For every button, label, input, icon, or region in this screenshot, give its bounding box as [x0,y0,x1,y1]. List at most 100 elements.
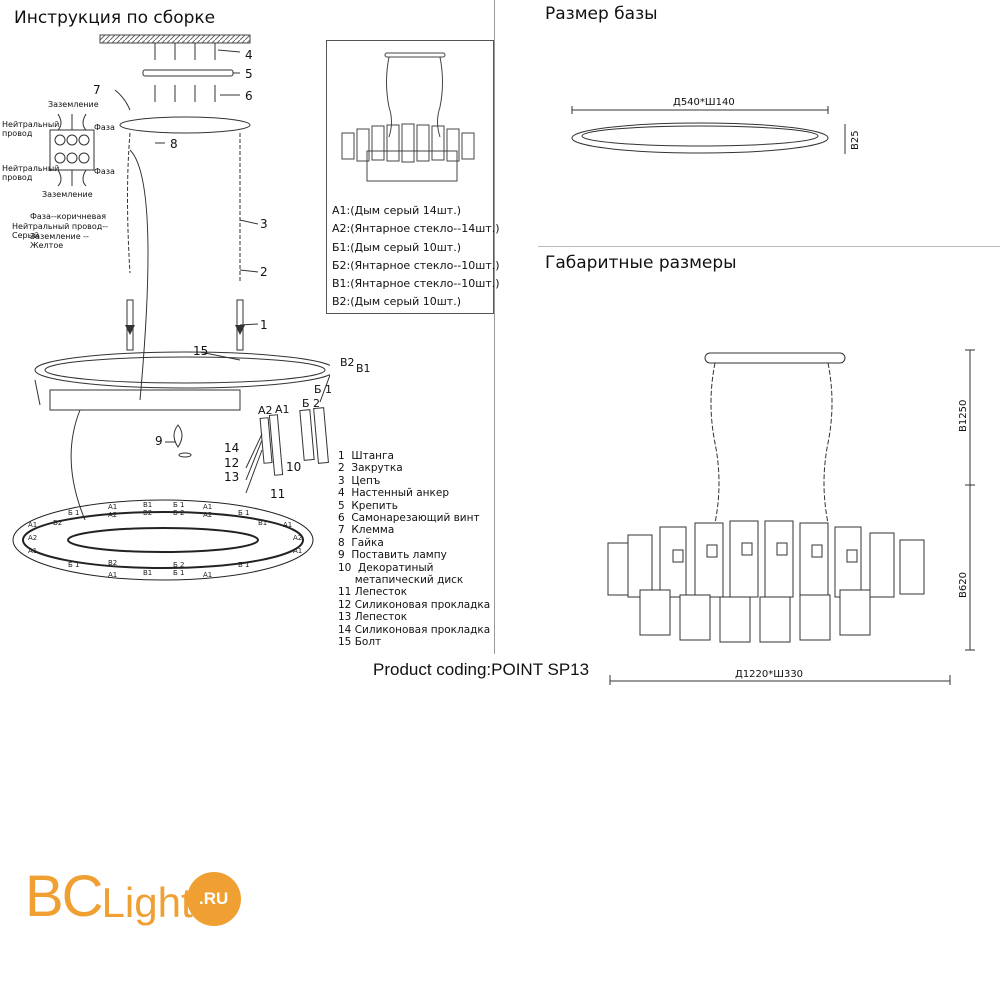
svg-text:A1: A1 [108,571,117,579]
ground-top-label: Заземление [48,100,99,109]
parts-list-item: 4 Настенный анкер [338,487,449,500]
petal-list-item: A1:(Дым серый 14шт.) [332,204,461,217]
callout-7: 7 [93,83,101,97]
svg-text:A2: A2 [108,511,117,519]
svg-text:Б 1: Б 1 [238,561,249,569]
svg-text:B2: B2 [108,559,117,567]
parts-list-item: 3 Цепъ [338,474,381,487]
callout-8: 8 [170,137,178,151]
petal-list-item: A2:(Янтарное стекло--14шт.) [332,222,500,236]
parts-list-item: 15 Болт [338,636,382,649]
parts-list-item: 7 Клемма [338,524,395,537]
exploded-assembly-drawing [34,34,330,521]
wire-note-1: Фаза--коричневая [30,212,107,221]
callout-13: 13 [224,470,240,484]
svg-text:B2: B2 [53,519,62,527]
svg-text:A1: A1 [28,521,37,529]
letter-b2: B2 [340,356,355,369]
petal-list-item: Б2:(Янтарное стекло--10шт.) [332,258,500,272]
terminal-block-icon [49,113,95,187]
wire-note-2: Нейтральный провод--Серый [12,222,109,240]
parts-list-item: 2 Закрутка [338,462,403,475]
base-width-label: Д540*Ш140 [673,97,735,108]
callout-1: 1 [260,318,268,332]
callout-12: 12 [224,456,240,470]
svg-text:Б 1: Б 1 [173,569,184,577]
logo-ru-badge: .RU [186,872,241,926]
parts-list-item: метапический диск [338,574,464,587]
parts-list-item: 1 Штанга [338,450,394,462]
callout-2: 2 [260,265,268,279]
parts-list: 1 Штанга 2 Закрутка 3 Цепъ 4 Настенный а… [338,450,490,649]
svg-text:Б 1: Б 1 [68,509,79,517]
letter-be1: Б 1 [314,383,333,396]
base-height-label: B25 [850,130,861,150]
wire-note-3: Заземление --Желтое [30,232,89,250]
parts-list-item: 14 Силиконовая прокладка [338,623,491,636]
svg-text:B1: B1 [258,519,267,527]
svg-text:B1: B1 [143,569,152,577]
base-size-title: Размер базы [545,4,658,24]
overall-total-height-label: B1250 [958,399,969,432]
callout-6: 6 [245,89,253,103]
wiring-diagram: Заземление Нейтральный провод Фаза Нейтр… [0,90,115,250]
assembly-title: Инструкция по сборке [14,8,216,28]
phase-label-2: Фаза [94,167,115,176]
parts-list-item: 11 Лепесток [338,586,408,599]
letter-be2: Б 2 [302,397,321,410]
panel-divider [494,0,495,654]
phase-label-1: Фаза [94,123,115,132]
callout-14: 14 [224,441,240,455]
svg-text:A1: A1 [283,521,292,529]
svg-text:A1: A1 [28,547,37,555]
ground-bottom-label: Заземление [42,190,93,199]
svg-text:A1: A1 [293,547,302,555]
overall-size-title: Габаритные размеры [545,253,737,273]
logo-light: Light [101,879,193,926]
svg-text:Б 2: Б 2 [173,561,184,569]
callout-4: 4 [245,48,253,62]
overall-drawing [607,349,975,685]
svg-text:Б 1: Б 1 [238,509,249,517]
callout-9: 9 [155,434,163,448]
svg-text:Б 1: Б 1 [173,501,184,509]
svg-text:B1: B1 [143,501,152,509]
parts-list-item: 6 Самонарезающий винт [338,512,480,525]
neutral-label-2: Нейтральный провод [2,164,60,182]
neutral-label-1: Нейтральный провод [2,120,60,138]
parts-list-item: 10 Декоратиный [338,561,434,574]
logo-bc: BC [25,864,104,929]
chandelier-preview-box [326,40,494,314]
svg-text:A1: A1 [108,503,117,511]
parts-list-item: 8 Гайка [338,536,384,549]
svg-text:Б 2: Б 2 [173,509,184,517]
svg-text:A1: A1 [203,503,212,511]
parts-list-item: 13 Лепесток [338,611,408,624]
petal-list-item: B1:(Янтарное стекло--10шт.) [332,277,500,291]
petal-list: A1:(Дым серый 14шт.) A2:(Янтарное стекло… [332,202,500,312]
callout-3: 3 [260,217,268,231]
svg-text:A2: A2 [203,511,212,519]
callout-11: 11 [270,487,286,501]
svg-text:A1: A1 [203,571,212,579]
parts-list-item: 5 Крепить [338,499,398,512]
svg-text:B2: B2 [143,509,152,517]
overall-body-height-label: B620 [958,572,969,598]
chandelier-preview-drawing [341,52,475,182]
letter-a2: A2 [258,404,273,417]
base-drawing [571,106,846,154]
svg-text:A2: A2 [293,534,302,542]
product-coding: Product coding:POINT SP13 [373,660,590,679]
callout-10: 10 [286,460,302,474]
parts-list-item: 12 Силиконовая прокладка [338,598,491,611]
callout-15: 15 [193,344,209,358]
parts-list-item: 9 Поставить лампу [338,549,447,562]
overall-width-label: Д1220*Ш330 [735,669,804,680]
right-divider [538,246,1000,247]
svg-text:A2: A2 [28,534,37,542]
bclight-logo: BC Light .RU [25,868,241,926]
petal-list-item: Б1:(Дым серый 10шт.) [332,240,462,254]
svg-text:Б 1: Б 1 [68,561,79,569]
letter-b1: B1 [356,362,371,375]
